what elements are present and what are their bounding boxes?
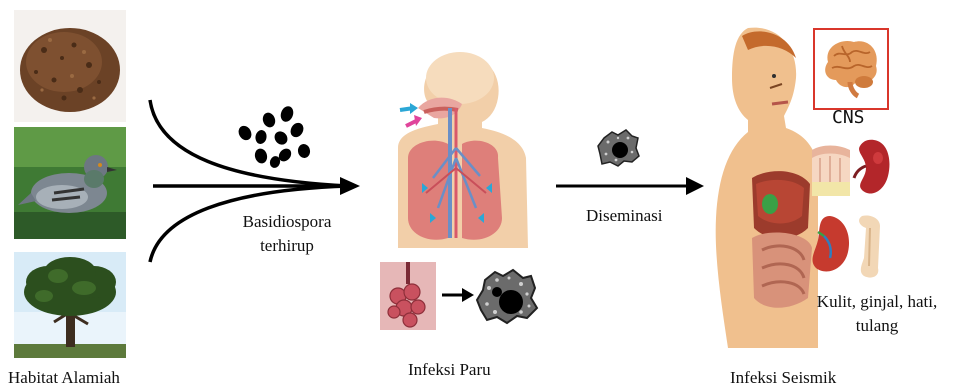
alveoli-image bbox=[380, 262, 436, 330]
lung-arrow bbox=[440, 285, 476, 305]
bone-icon bbox=[854, 214, 890, 280]
infected-cell-icon bbox=[475, 266, 539, 326]
lung-infection-label: Infeksi Paru bbox=[408, 360, 491, 380]
organs-label-line2: tulang bbox=[797, 316, 954, 336]
cns-label: CNS bbox=[832, 108, 865, 128]
kidney-icon bbox=[852, 138, 892, 198]
skin-icon bbox=[810, 140, 852, 198]
liver-icon bbox=[810, 214, 852, 276]
arrowhead bbox=[340, 177, 360, 195]
spores-label: Basidiospora terhirup bbox=[232, 212, 342, 256]
brain-icon bbox=[820, 36, 880, 98]
dissemination-arrow bbox=[556, 176, 706, 196]
organs-label-line1: Kulit, ginjal, hati, bbox=[797, 292, 954, 312]
basidiospores-icon bbox=[232, 100, 322, 170]
spores-label-line1: Basidiospora bbox=[232, 212, 342, 232]
organs-label: Kulit, ginjal, hati, tulang bbox=[797, 292, 954, 336]
dissemination-label: Diseminasi bbox=[586, 206, 663, 226]
spores-label-line2: terhirup bbox=[232, 236, 342, 256]
respiratory-system-image bbox=[378, 48, 536, 248]
systemic-infection-label: Infeksi Seismik bbox=[730, 368, 836, 388]
disseminated-cell-icon bbox=[598, 128, 640, 168]
